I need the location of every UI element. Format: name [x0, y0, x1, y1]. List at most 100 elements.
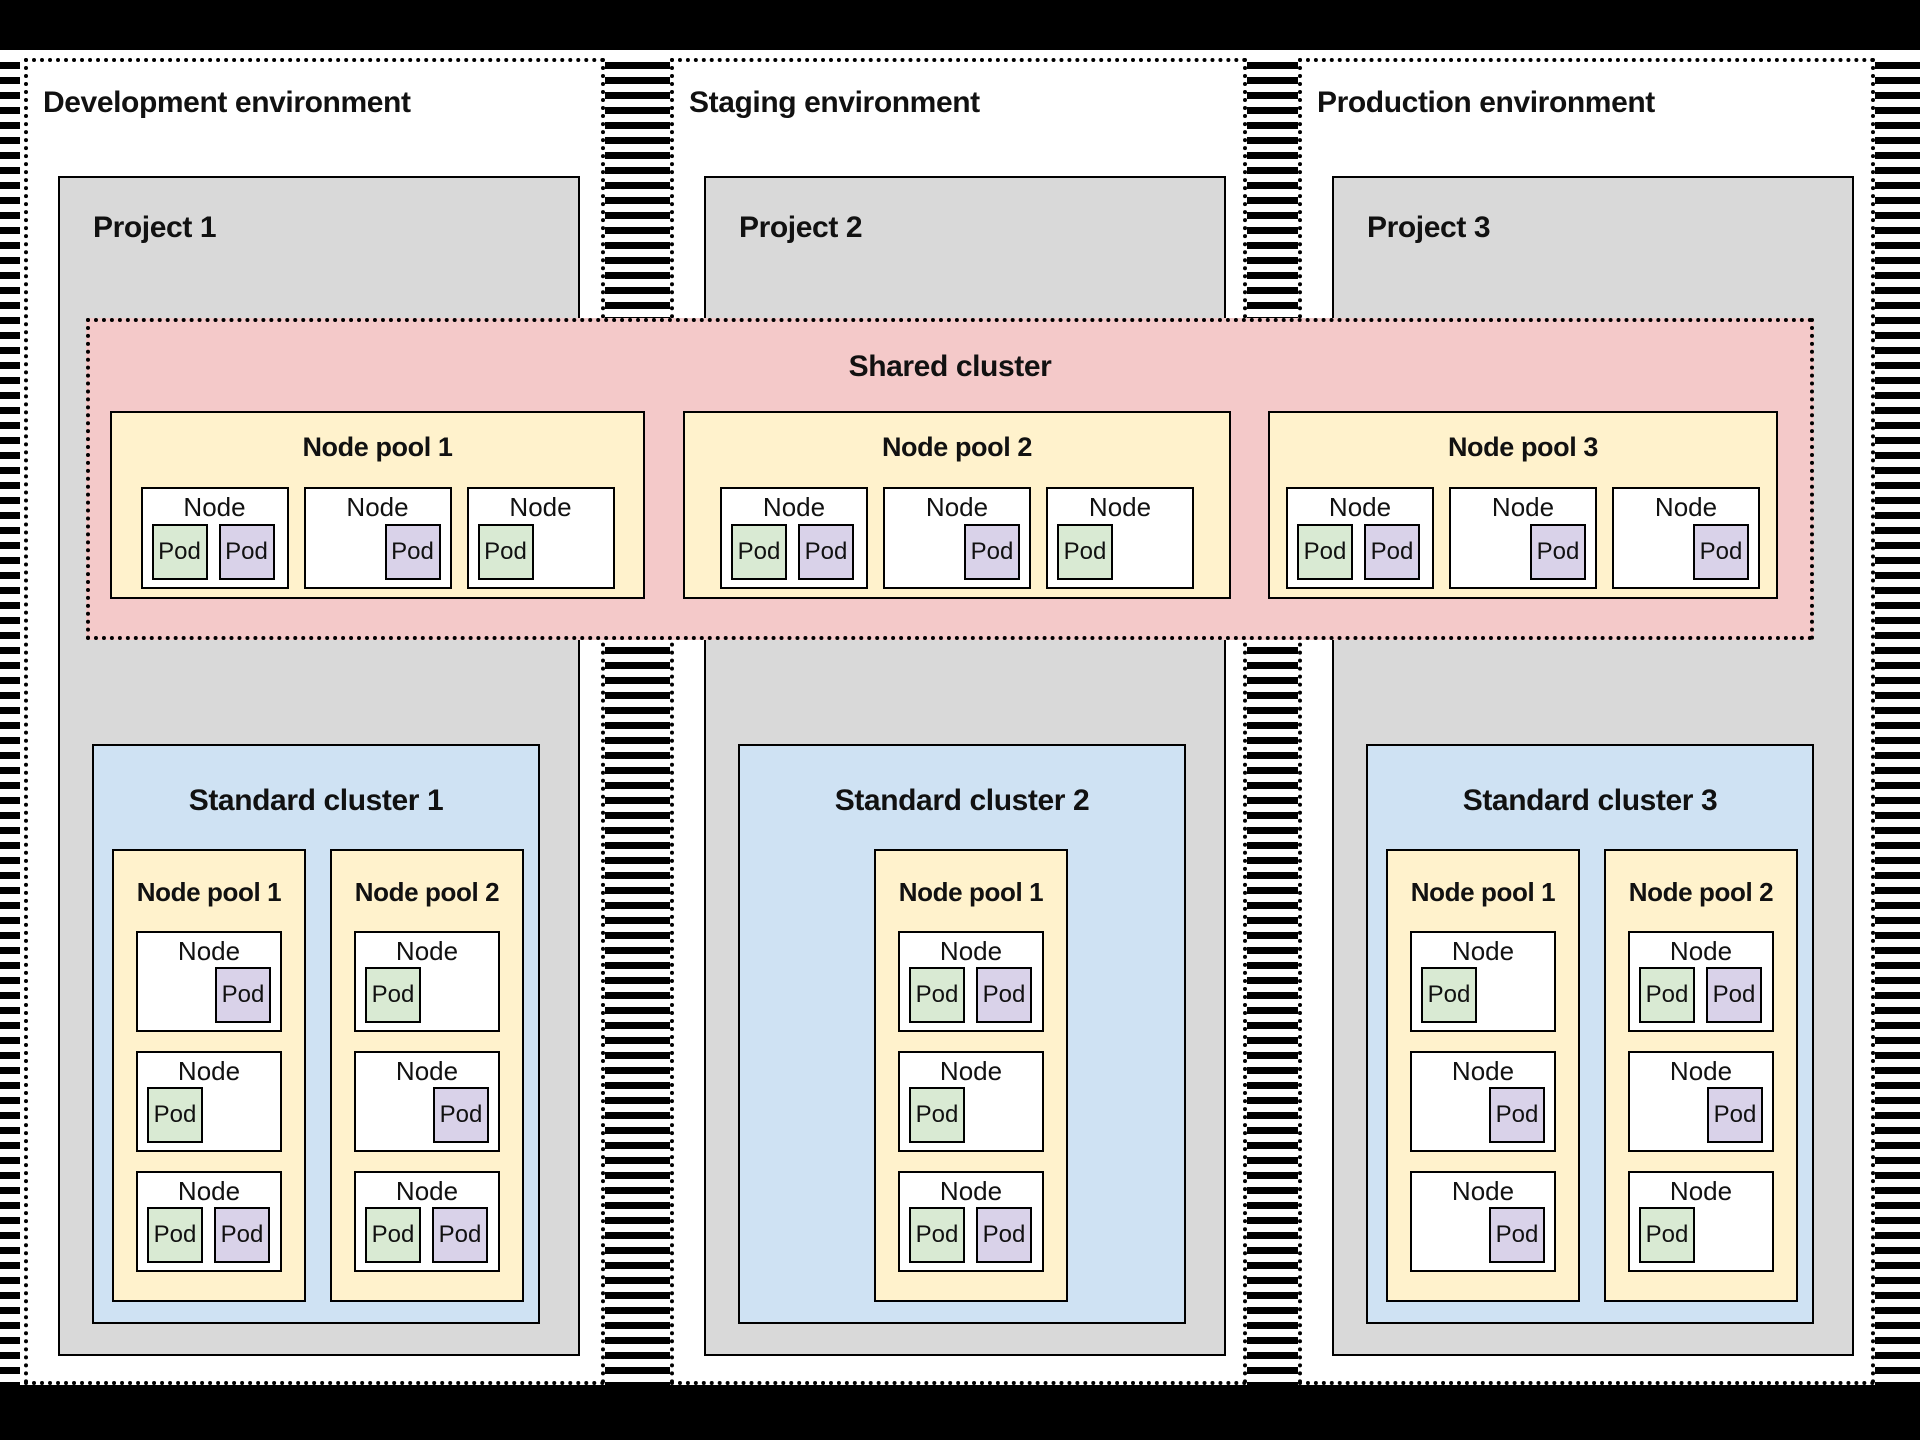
node-label: Node	[1654, 492, 1718, 522]
project-title: Project 3	[1367, 211, 1491, 244]
node-pool-title: Node pool 2	[881, 432, 1033, 462]
pod-row: Pod	[1639, 1087, 1763, 1143]
environment-box-production: Production environment Project 3 Standar…	[1298, 58, 1875, 1385]
pod-box-purple: Pod	[976, 967, 1032, 1023]
node-label: Node	[1088, 492, 1152, 522]
environment-title: Staging environment	[689, 86, 980, 119]
node-label: Node	[183, 492, 246, 522]
pod-row: Pod	[365, 1087, 489, 1143]
node-pool-title: Node pool 1	[1410, 877, 1556, 907]
project-title: Project 1	[93, 211, 217, 244]
node-pool-title: Node pool 1	[136, 877, 282, 907]
node-label: Node	[509, 492, 572, 522]
pod-row: Pod	[1460, 524, 1586, 580]
top-frame-bar	[0, 0, 1920, 50]
pod-row: Pod	[1421, 1207, 1545, 1263]
node-label: Node	[762, 492, 826, 522]
pod-box-green: Pod	[1639, 967, 1695, 1023]
node-label: Node	[1491, 492, 1555, 522]
pod-box-purple: Pod	[964, 524, 1020, 580]
node-label: Node	[395, 936, 459, 966]
project-title: Project 2	[739, 211, 863, 244]
node-label: Node	[395, 1176, 459, 1206]
environment-title: Development environment	[43, 86, 411, 119]
cluster-title: Standard cluster 1	[188, 784, 444, 817]
pod-row: Pod	[1623, 524, 1749, 580]
pod-box-purple: Pod	[433, 1087, 489, 1143]
pod-box-purple: Pod	[1489, 1087, 1545, 1143]
node-label: Node	[939, 1176, 1003, 1206]
pod-row: Pod	[909, 1087, 1033, 1143]
pod-box-purple: Pod	[1706, 967, 1762, 1023]
node-label: Node	[1451, 1056, 1515, 1086]
pod-row: Pod	[477, 524, 604, 580]
boundary-hatch-dev-staging	[605, 62, 670, 1385]
pod-box-green: Pod	[731, 524, 787, 580]
node-pool-title: Node pool 2	[1628, 877, 1774, 907]
pod-row: Pod	[894, 524, 1020, 580]
pod-box-purple: Pod	[384, 524, 441, 580]
boundary-hatch-right	[1875, 62, 1920, 1385]
node-label: Node	[177, 1176, 241, 1206]
pod-box-green: Pod	[1057, 524, 1113, 580]
node-label: Node	[395, 1056, 459, 1086]
node-label: Node	[1451, 936, 1515, 966]
pod-row: Pod	[315, 524, 441, 580]
cluster-title: Standard cluster 3	[1462, 784, 1718, 817]
node-label: Node	[1669, 1176, 1733, 1206]
pod-box-purple: Pod	[798, 524, 854, 580]
node-label: Node	[1669, 1056, 1733, 1086]
node-label: Node	[925, 492, 989, 522]
pod-row: Pod	[1421, 1087, 1545, 1143]
project-box: Project 2 Standard cluster 2 Node pool 1…	[704, 176, 1226, 1356]
pod-box-purple: Pod	[1530, 524, 1586, 580]
pod-box-purple: Pod	[1489, 1207, 1545, 1263]
pod-box-green: Pod	[365, 967, 421, 1023]
boundary-hatch-left	[0, 62, 20, 1385]
pod-row: Pod	[1421, 967, 1545, 1023]
node-label: Node	[939, 936, 1003, 966]
node-label: Node	[1669, 936, 1733, 966]
shared-cluster-title: Shared cluster	[848, 350, 1052, 383]
node-pool-title: Node pool 1	[898, 877, 1044, 907]
environment-title: Production environment	[1317, 86, 1655, 119]
pod-box-purple: Pod	[218, 524, 275, 580]
node-label: Node	[346, 492, 409, 522]
node-label: Node	[939, 1056, 1003, 1086]
pod-box-green: Pod	[147, 1087, 203, 1143]
pod-box-green: Pod	[909, 1207, 965, 1263]
node-pool-title: Node pool 3	[1447, 432, 1599, 462]
pod-box-green: Pod	[477, 524, 534, 580]
